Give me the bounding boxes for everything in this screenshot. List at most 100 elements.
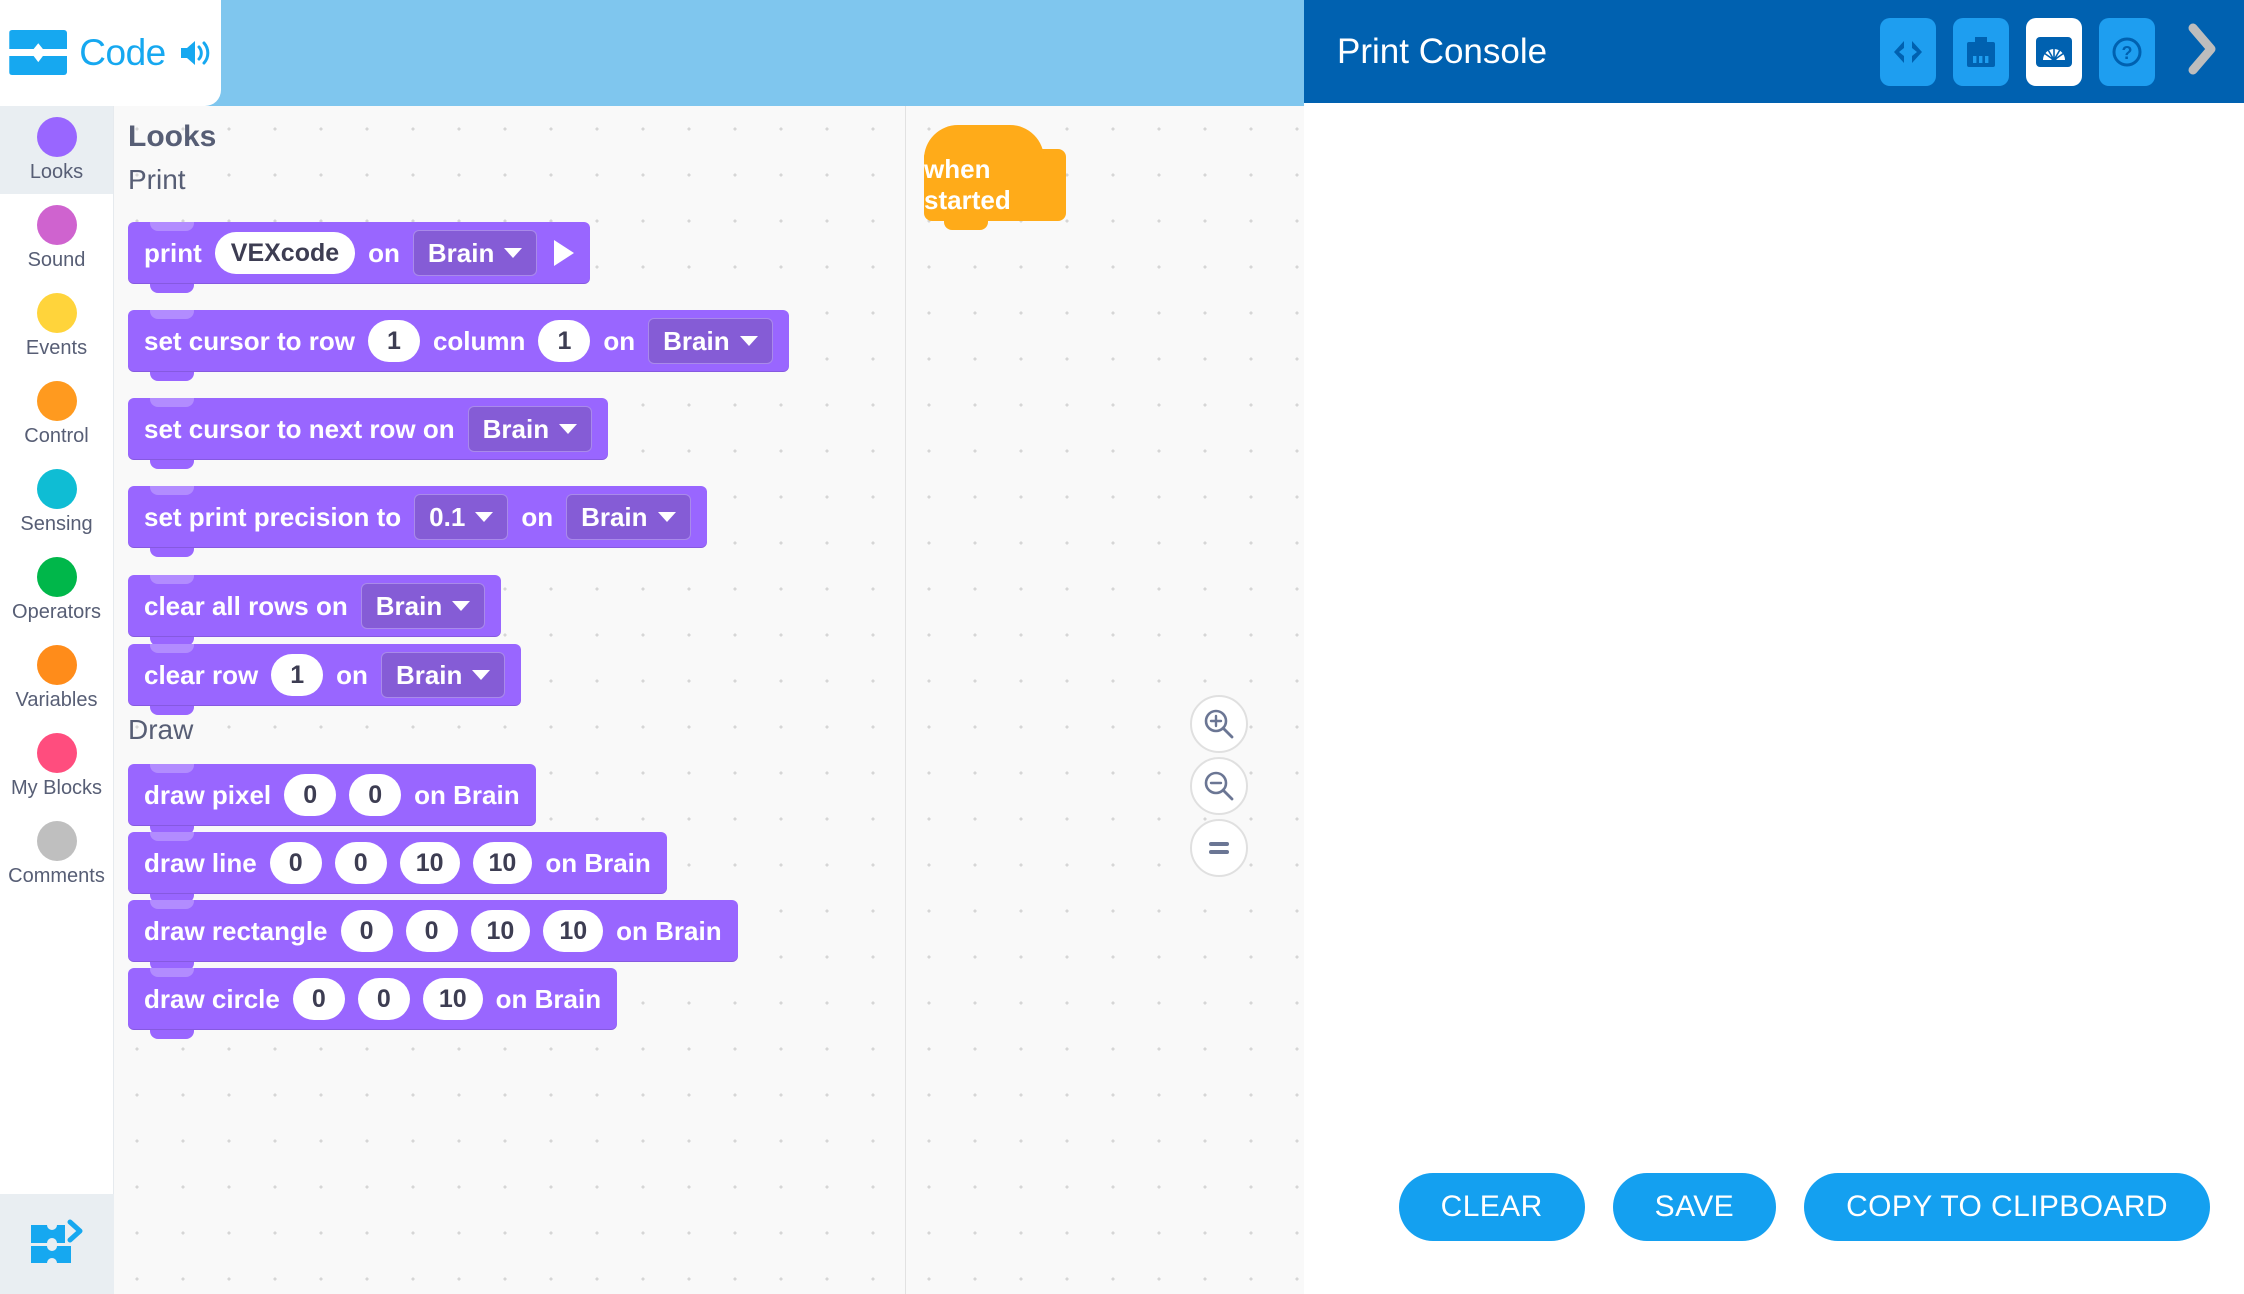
chevron-right-icon[interactable]: [2180, 18, 2224, 85]
target-suffix: on Brain: [414, 779, 520, 810]
sidebar-item-sound[interactable]: Sound: [0, 194, 113, 282]
block-draw-line[interactable]: draw line 0 0 10 10 on Brain: [128, 832, 667, 903]
block-when-started[interactable]: when started: [924, 125, 1066, 230]
block-label: set cursor to row: [144, 325, 355, 356]
target-suffix: on Brain: [616, 915, 722, 946]
block-label: draw pixel: [144, 779, 272, 810]
sidebar-item-label: Control: [24, 424, 89, 447]
comments-color-icon: [36, 820, 77, 861]
target-dropdown[interactable]: Brain: [412, 230, 538, 276]
block-label: clear all rows on: [144, 590, 348, 621]
code-view-icon[interactable]: [1880, 17, 1936, 86]
control-color-icon: [36, 380, 77, 421]
sidebar-item-label: Looks: [29, 160, 84, 183]
x-input[interactable]: 0: [292, 978, 345, 1020]
target-label: Brain: [581, 501, 648, 532]
precision-dropdown[interactable]: 0.1: [414, 494, 509, 540]
looks-color-icon: [36, 116, 77, 157]
chevron-down-icon: [504, 248, 523, 258]
palette-section-draw: Draw: [128, 714, 194, 745]
sidebar-item-events[interactable]: Events: [0, 282, 113, 370]
x1-input[interactable]: 0: [269, 842, 322, 884]
sidebar-item-comments[interactable]: Comments: [0, 810, 113, 898]
console-header-icons: ?: [1880, 0, 2230, 103]
print-text-input[interactable]: VEXcode: [214, 232, 356, 274]
play-icon[interactable]: [554, 240, 575, 266]
x2-input[interactable]: 10: [399, 842, 460, 884]
dashboard-icon[interactable]: [2026, 17, 2082, 86]
svg-text:?: ?: [2122, 43, 2133, 63]
block-draw-rectangle[interactable]: draw rectangle 0 0 10 10 on Brain: [128, 900, 738, 971]
sidebar-item-label: Operators: [12, 600, 101, 623]
x-input[interactable]: 0: [340, 910, 393, 952]
operators-color-icon: [36, 556, 77, 597]
zoom-out-icon[interactable]: [1190, 757, 1248, 815]
block-print[interactable]: print VEXcode on Brain: [128, 222, 591, 293]
target-dropdown[interactable]: Brain: [648, 318, 773, 364]
sidebar-item-label: My Blocks: [10, 776, 103, 799]
x-input[interactable]: 0: [284, 774, 337, 816]
target-label: Brain: [427, 237, 495, 268]
sensing-color-icon: [36, 468, 77, 509]
sidebar-item-label: Sensing: [20, 512, 93, 535]
block-clear-all-rows[interactable]: clear all rows on Brain: [128, 575, 502, 646]
save-button[interactable]: SAVE: [1612, 1172, 1777, 1241]
block-label: set print precision to: [144, 501, 402, 532]
width-input[interactable]: 10: [470, 910, 531, 952]
column-input[interactable]: 1: [538, 320, 591, 362]
target-dropdown[interactable]: Brain: [467, 406, 593, 452]
block-label: draw circle: [144, 983, 280, 1014]
console-actions: CLEAR SAVE COPY TO CLIPBOARD: [1304, 1119, 2244, 1294]
help-icon[interactable]: ?: [2099, 17, 2155, 86]
radius-input[interactable]: 10: [422, 978, 483, 1020]
sidebar-item-operators[interactable]: Operators: [0, 546, 113, 634]
on-label: on: [336, 659, 368, 690]
column-label: column: [432, 325, 526, 356]
device-info-icon[interactable]: [1953, 17, 2009, 86]
target-label: Brain: [663, 325, 730, 356]
sidebar-item-looks[interactable]: Looks: [0, 106, 113, 194]
copy-to-clipboard-button[interactable]: COPY TO CLIPBOARD: [1804, 1172, 2210, 1241]
code-workspace[interactable]: when started: [905, 106, 1304, 1294]
y-input[interactable]: 0: [405, 910, 458, 952]
sidebar-item-my-blocks[interactable]: My Blocks: [0, 722, 113, 810]
block-set-cursor-next-row[interactable]: set cursor to next row on Brain: [128, 398, 609, 469]
sidebar-item-label: Variables: [15, 688, 98, 711]
sidebar-item-control[interactable]: Control: [0, 370, 113, 458]
block-clear-row[interactable]: clear row 1 on Brain: [128, 644, 522, 715]
sidebar-item-sensing[interactable]: Sensing: [0, 458, 113, 546]
target-dropdown[interactable]: Brain: [380, 652, 506, 698]
height-input[interactable]: 10: [543, 910, 604, 952]
sidebar-item-variables[interactable]: Variables: [0, 634, 113, 722]
editor-pane: Code Looks Sound: [0, 0, 1304, 1294]
zoom-reset-icon[interactable]: [1190, 819, 1248, 877]
clear-button[interactable]: CLEAR: [1398, 1172, 1585, 1241]
chevron-down-icon: [475, 512, 494, 522]
on-label: on: [368, 237, 400, 268]
target-dropdown[interactable]: Brain: [360, 583, 486, 629]
target-dropdown[interactable]: Brain: [566, 494, 691, 540]
sound-color-icon: [36, 204, 77, 245]
block-set-cursor-row[interactable]: set cursor to row 1 column 1 on Brain: [128, 310, 789, 381]
speaker-icon[interactable]: [178, 38, 212, 68]
zoom-in-icon[interactable]: [1190, 695, 1248, 753]
hat-block-label: when started: [924, 154, 1011, 215]
row-input[interactable]: 1: [271, 654, 324, 696]
blocks-to-text-icon[interactable]: [0, 1194, 114, 1294]
y-input[interactable]: 0: [349, 774, 402, 816]
y1-input[interactable]: 0: [334, 842, 387, 884]
block-draw-circle[interactable]: draw circle 0 0 10 on Brain: [128, 968, 618, 1039]
console-title: Print Console: [1337, 31, 1548, 71]
y-input[interactable]: 0: [357, 978, 410, 1020]
sidebar-item-label: Sound: [27, 248, 86, 271]
target-label: Brain: [482, 413, 550, 444]
block-label: draw line: [144, 847, 257, 878]
row-input[interactable]: 1: [367, 320, 420, 362]
block-set-print-precision[interactable]: set print precision to 0.1 on Brain: [128, 486, 707, 557]
chevron-down-icon: [452, 601, 471, 611]
code-logo-tab[interactable]: Code: [0, 0, 221, 106]
chevron-down-icon: [559, 424, 578, 434]
y2-input[interactable]: 10: [472, 842, 533, 884]
block-draw-pixel[interactable]: draw pixel 0 0 on Brain: [128, 764, 536, 835]
category-sidebar: Looks Sound Events Control Sensing Opera…: [0, 106, 114, 1294]
